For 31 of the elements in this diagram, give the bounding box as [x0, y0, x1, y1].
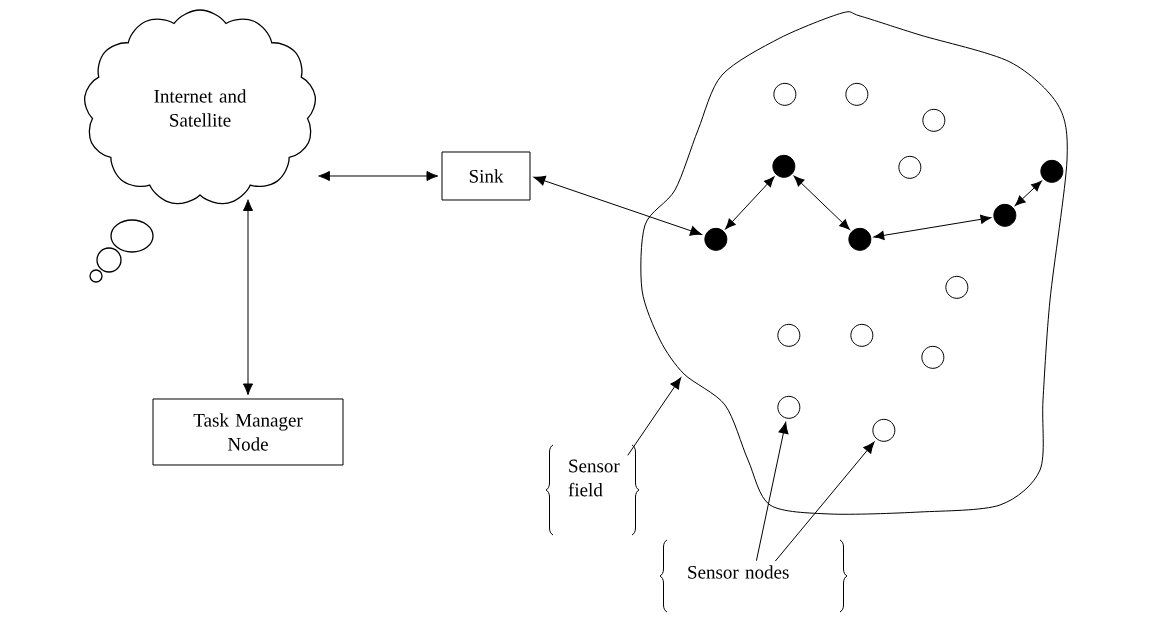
sensor-node: [922, 108, 946, 132]
annotation-text: Sensor nodes: [688, 565, 789, 579]
active-sensor-node: [772, 154, 796, 178]
sensor-node: [850, 323, 874, 347]
sensor-node: [872, 418, 896, 442]
sensor-node: [777, 323, 801, 347]
sensor-node: [945, 275, 969, 299]
sensor-node: [921, 345, 945, 369]
process-box: Task Manager Node: [152, 398, 344, 466]
arrow: [793, 175, 850, 230]
leader-line: [755, 421, 789, 562]
sensor-node: [777, 395, 801, 419]
arrow: [1014, 180, 1042, 207]
arrow: [725, 176, 775, 230]
arrow: [242, 199, 254, 396]
active-sensor-node: [993, 203, 1017, 227]
arrow: [318, 170, 439, 182]
arrow: [873, 214, 992, 240]
arrow: [533, 175, 702, 236]
sensor-node: [898, 155, 922, 179]
active-sensor-node: [1040, 159, 1064, 183]
active-sensor-node: [704, 227, 728, 251]
active-sensor-node: [848, 227, 872, 251]
leader-line: [774, 441, 875, 562]
leader-line: [627, 377, 682, 456]
sensor-node: [773, 82, 797, 106]
process-box: Sink: [441, 151, 531, 201]
annotation-text: Sensor field: [568, 459, 620, 497]
sensor-node: [845, 82, 869, 106]
sensor-field-outline: [640, 11, 1068, 515]
thought-cloud: Internet and Satellite: [84, 9, 316, 283]
